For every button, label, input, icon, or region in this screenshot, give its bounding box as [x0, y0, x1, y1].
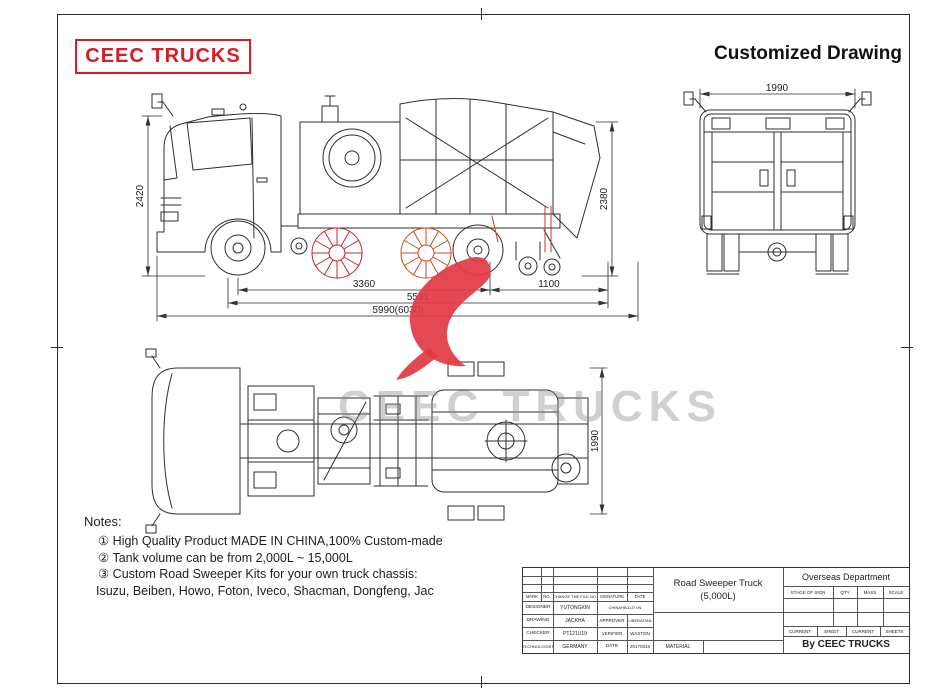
page-title: Customized Drawing: [714, 43, 902, 64]
tb-approver-label: APPROVER: [599, 618, 625, 623]
notes-title: Notes:: [84, 514, 122, 529]
tb-sheet-label: SHEET: [823, 628, 839, 634]
note-item-3: ③ Custom Road Sweeper Kits for your own …: [98, 567, 418, 581]
frame-center-mark-bottom: [481, 676, 482, 688]
tb-product-name: Road Sweeper Truck: [673, 578, 763, 589]
dimension-side-rear-height: 2380: [581, 121, 619, 277]
tb-technologist-label: TECHNOLOGIST: [523, 644, 553, 649]
dimension-overall-length: 5990(6030): [156, 255, 639, 322]
notes-section: Notes: ① High Quality Product MADE IN CH…: [84, 514, 514, 599]
tb-designer-value: YUTONGXIN: [560, 604, 590, 611]
tb-qty-label: QTY: [840, 589, 850, 595]
rear-view: [683, 91, 872, 275]
tb-product-capacity: (5,000L): [700, 591, 736, 602]
tb-mark-label: MARK: [525, 594, 539, 599]
note-item-4: Isuzu, Beiben, Howo, Foton, Iveco, Shacm…: [96, 583, 434, 598]
dimension-side-front-height: 2420: [135, 115, 206, 277]
tb-signature-label: SIGNATURE: [599, 594, 625, 599]
dimension-rear-width: 1990: [699, 83, 856, 109]
frame-center-mark-right: [901, 347, 913, 348]
tb-date-col-label: DATE: [634, 594, 646, 599]
drawing-frame: [57, 14, 910, 684]
title-block: MARK NO. CHANGE THE FILE NO. SIGNATURE D…: [522, 567, 910, 654]
tb-change-label: CHANGE THE FILE NO.: [553, 594, 597, 599]
brand-text: CEEC TRUCKS: [85, 45, 241, 67]
tb-mass-label: MASS: [863, 589, 877, 595]
tb-drawing-label: DRAWING: [526, 618, 550, 623]
hydraulic-red-lines: [491, 205, 552, 253]
tb-material-label: MATERIAL: [665, 643, 691, 650]
dim-label-overall-length: 5990(6030): [372, 305, 423, 316]
tb-checker-label: CHECKER: [526, 631, 550, 636]
frame-center-mark-top: [481, 8, 482, 20]
tb-checker-value: PT121U19: [563, 630, 587, 637]
note-item-1: ① High Quality Product MADE IN CHINA,100…: [98, 534, 443, 548]
sweeper-brush-left: [311, 227, 363, 279]
brand-logo-box: CEEC TRUCKS: [75, 39, 251, 74]
tb-drawing-value: JACKHA: [565, 617, 585, 624]
tb-product-cell: Road Sweeper Truck (5,000L): [653, 568, 783, 612]
watermark-logo: [396, 256, 491, 380]
tb-no-label: NO.: [543, 594, 551, 599]
watermark-text: CEEC TRUCKS: [338, 382, 722, 431]
tb-by-ceec: By CEEC TRUCKS: [802, 639, 890, 650]
dim-label-wheelbase: 3360: [353, 279, 376, 290]
frame-center-mark-left: [51, 347, 63, 348]
dimension-rear-overhang: 1100: [489, 261, 609, 309]
side-view: [151, 93, 601, 279]
dim-label-rear-height: 2380: [599, 187, 610, 210]
tb-date-value: 20170319: [629, 644, 651, 649]
dim-label-top-width: 1990: [590, 429, 601, 452]
tb-scale-label: SCALE: [888, 589, 904, 595]
tb-stage-label: STAGE OF SIGN: [790, 589, 826, 595]
tb-designer-label: DESIGNER: [525, 605, 551, 610]
tb-sheets-label: SHEETS: [885, 628, 904, 634]
dim-label-rear-overhang: 1100: [538, 279, 560, 290]
tb-verifier-value: WASTON: [630, 631, 650, 636]
top-view: [145, 348, 589, 534]
dim-label-rear-width: 1990: [766, 83, 789, 94]
tb-technologist-value: GERMANY: [562, 643, 588, 650]
tb-date-label: DATE: [605, 644, 619, 649]
tb-current1-label: CURRENT: [789, 628, 811, 634]
tb-verifier-label: VERIFIER: [601, 631, 623, 636]
note-item-2: ② Tank volume can be from 2,000L ~ 15,00…: [98, 550, 353, 565]
tb-designer-extra: CHINAHB-DJ7.0N: [608, 605, 642, 610]
tb-department: Overseas Department: [801, 572, 891, 582]
tb-current2-label: CURRENT: [852, 628, 874, 634]
dimension-top-width: 1990: [589, 367, 608, 515]
tb-approver-value: LIBERATIAN: [628, 618, 652, 623]
dim-label-front-height: 2420: [135, 184, 146, 207]
